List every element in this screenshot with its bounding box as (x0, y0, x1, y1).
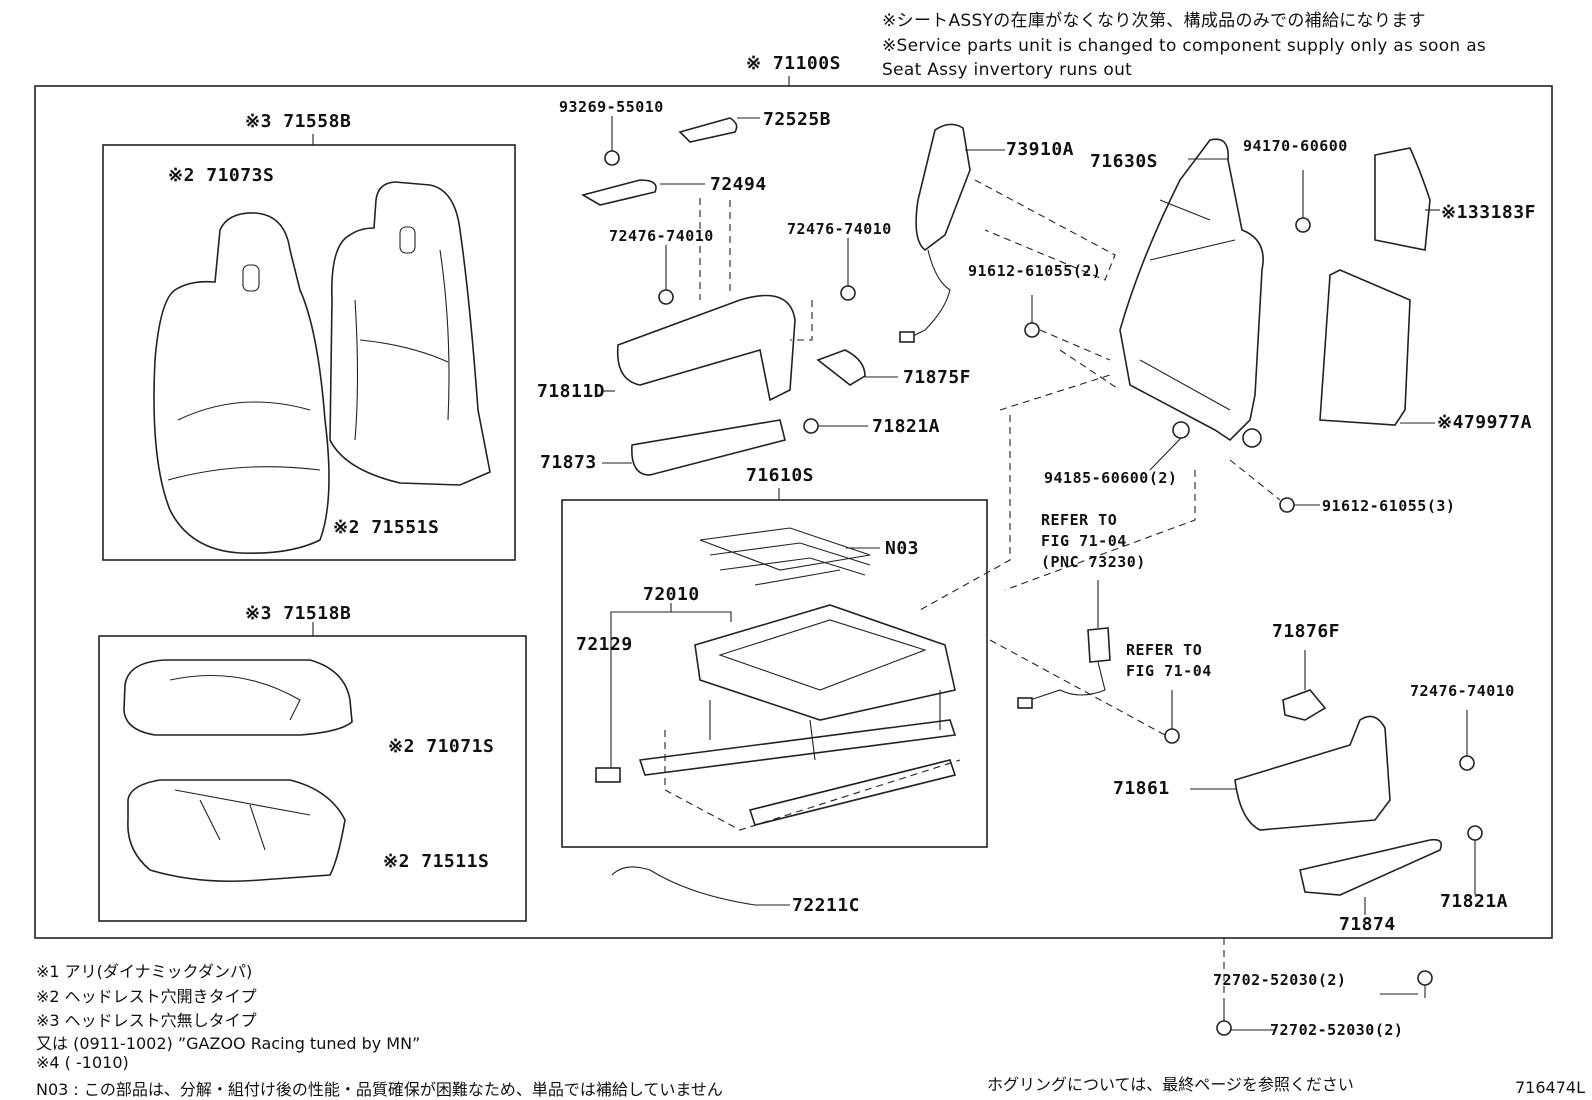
label-94170-60600: 94170-60600 (1243, 137, 1348, 155)
label-71811D: 71811D (537, 381, 606, 402)
notice-jp: ※シートASSYの在庫がなくなり次第、構成品のみでの補給になります (882, 11, 1426, 31)
label-71518B: ※3 71518B (245, 603, 352, 624)
label-72702-52030-b: 72702-52030(2) (1270, 1021, 1404, 1039)
seat-back-board-parts (1319, 147, 1440, 426)
label-91612-61055-2: 91612-61055(2) (968, 262, 1102, 280)
label-72476-74010-a: 72476-74010 (609, 227, 714, 245)
seat-back-cover-71073S (153, 212, 330, 555)
main-assembly-frame (34, 85, 1553, 939)
label-71821A-top: 71821A (872, 416, 941, 437)
label-72476-74010-b: 72476-74010 (787, 220, 892, 238)
footnote-2: ※2 ヘッドレスト穴開きタイプ (36, 987, 257, 1006)
label-72010: 72010 (643, 584, 700, 605)
label-94185-60600: 94185-60600(2) (1044, 469, 1178, 487)
label-N03: N03 (885, 538, 920, 559)
label-72211C: 72211C (792, 895, 861, 916)
seat-back-cover-frame (102, 144, 516, 561)
label-71821A-bottom: 71821A (1440, 891, 1509, 912)
label-72476-74010-c: 72476-74010 (1410, 682, 1515, 700)
label-71861: 71861 (1113, 778, 1170, 799)
seat-belt-buckle (989, 580, 1180, 744)
label-71071S: ※2 71071S (388, 736, 495, 757)
hog-ring-note: ホグリングについては、最終ページを参照ください (987, 1075, 1354, 1094)
wire-72211C (611, 866, 756, 906)
notice-en-line2: Seat Assy invertory runs out (882, 60, 1133, 80)
hog-ring-bolts (1216, 938, 1433, 1036)
label-71875F: 71875F (903, 367, 972, 388)
label-133183F: ※133183F (1441, 202, 1536, 223)
figure-number: 716474L (1515, 1078, 1585, 1097)
label-71551S: ※2 71551S (333, 517, 440, 538)
refer-fig-71-04-b-line2: FIG 71-04 (1126, 662, 1212, 680)
label-71876F: 71876F (1272, 621, 1341, 642)
notice-en-line1: ※Service parts unit is changed to compon… (882, 36, 1487, 56)
footnote-3: ※3 ヘッドレスト穴無しタイプ (36, 1011, 257, 1030)
footnote-4: ※4 ( -1010) (36, 1053, 129, 1072)
label-71630S: 71630S (1090, 151, 1159, 172)
label-91612-61055-3: 91612-61055(3) (1322, 497, 1456, 515)
label-71873: 71873 (540, 452, 597, 473)
recliner-cover-parts (580, 116, 898, 476)
label-71558B: ※3 71558B (245, 111, 352, 132)
label-72129: 72129 (576, 634, 633, 655)
side-airbag-73910A (899, 123, 1116, 343)
footnote-3b: 又は (0911-1002) ”GAZOO Racing tuned by MN… (36, 1034, 421, 1053)
label-71100S: ※ 71100S (746, 53, 841, 74)
refer-fig-71-04-a-line1: REFER TO (1041, 511, 1118, 529)
label-79977A: ※479977A (1437, 412, 1532, 433)
side-shield-parts (1190, 650, 1483, 915)
seat-cushion-cover-71071S (123, 659, 353, 736)
label-72494: 72494 (710, 174, 767, 195)
label-72702-52030-a: 72702-52030(2) (1213, 971, 1347, 989)
label-71511S: ※2 71511S (383, 851, 490, 872)
label-71874: 71874 (1339, 914, 1396, 935)
refer-fig-71-04-b-line1: REFER TO (1126, 641, 1203, 659)
seat-back-frame-71630S (919, 138, 1320, 611)
seat-adjuster-frame (561, 499, 988, 848)
label-72525B: 72525B (763, 109, 832, 130)
seat-adjuster-72010 (595, 527, 961, 831)
seat-back-cover-71551S (329, 181, 491, 486)
refer-fig-71-04-a-line3: (PNC 73230) (1041, 553, 1146, 571)
label-71073S: ※2 71073S (168, 165, 275, 186)
label-71610S: 71610S (746, 465, 815, 486)
footnote-n03: N03 : この部品は、分解・組付け後の性能・品質確保が困難なため、単品では補給… (36, 1080, 723, 1099)
label-73910A: 73910A (1006, 139, 1075, 160)
footnote-1: ※1 アリ(ダイナミックダンパ) (36, 962, 253, 981)
label-93269-55010: 93269-55010 (559, 98, 664, 116)
refer-fig-71-04-a-line2: FIG 71-04 (1041, 532, 1127, 550)
seat-cushion-cover-71511S (127, 779, 346, 883)
